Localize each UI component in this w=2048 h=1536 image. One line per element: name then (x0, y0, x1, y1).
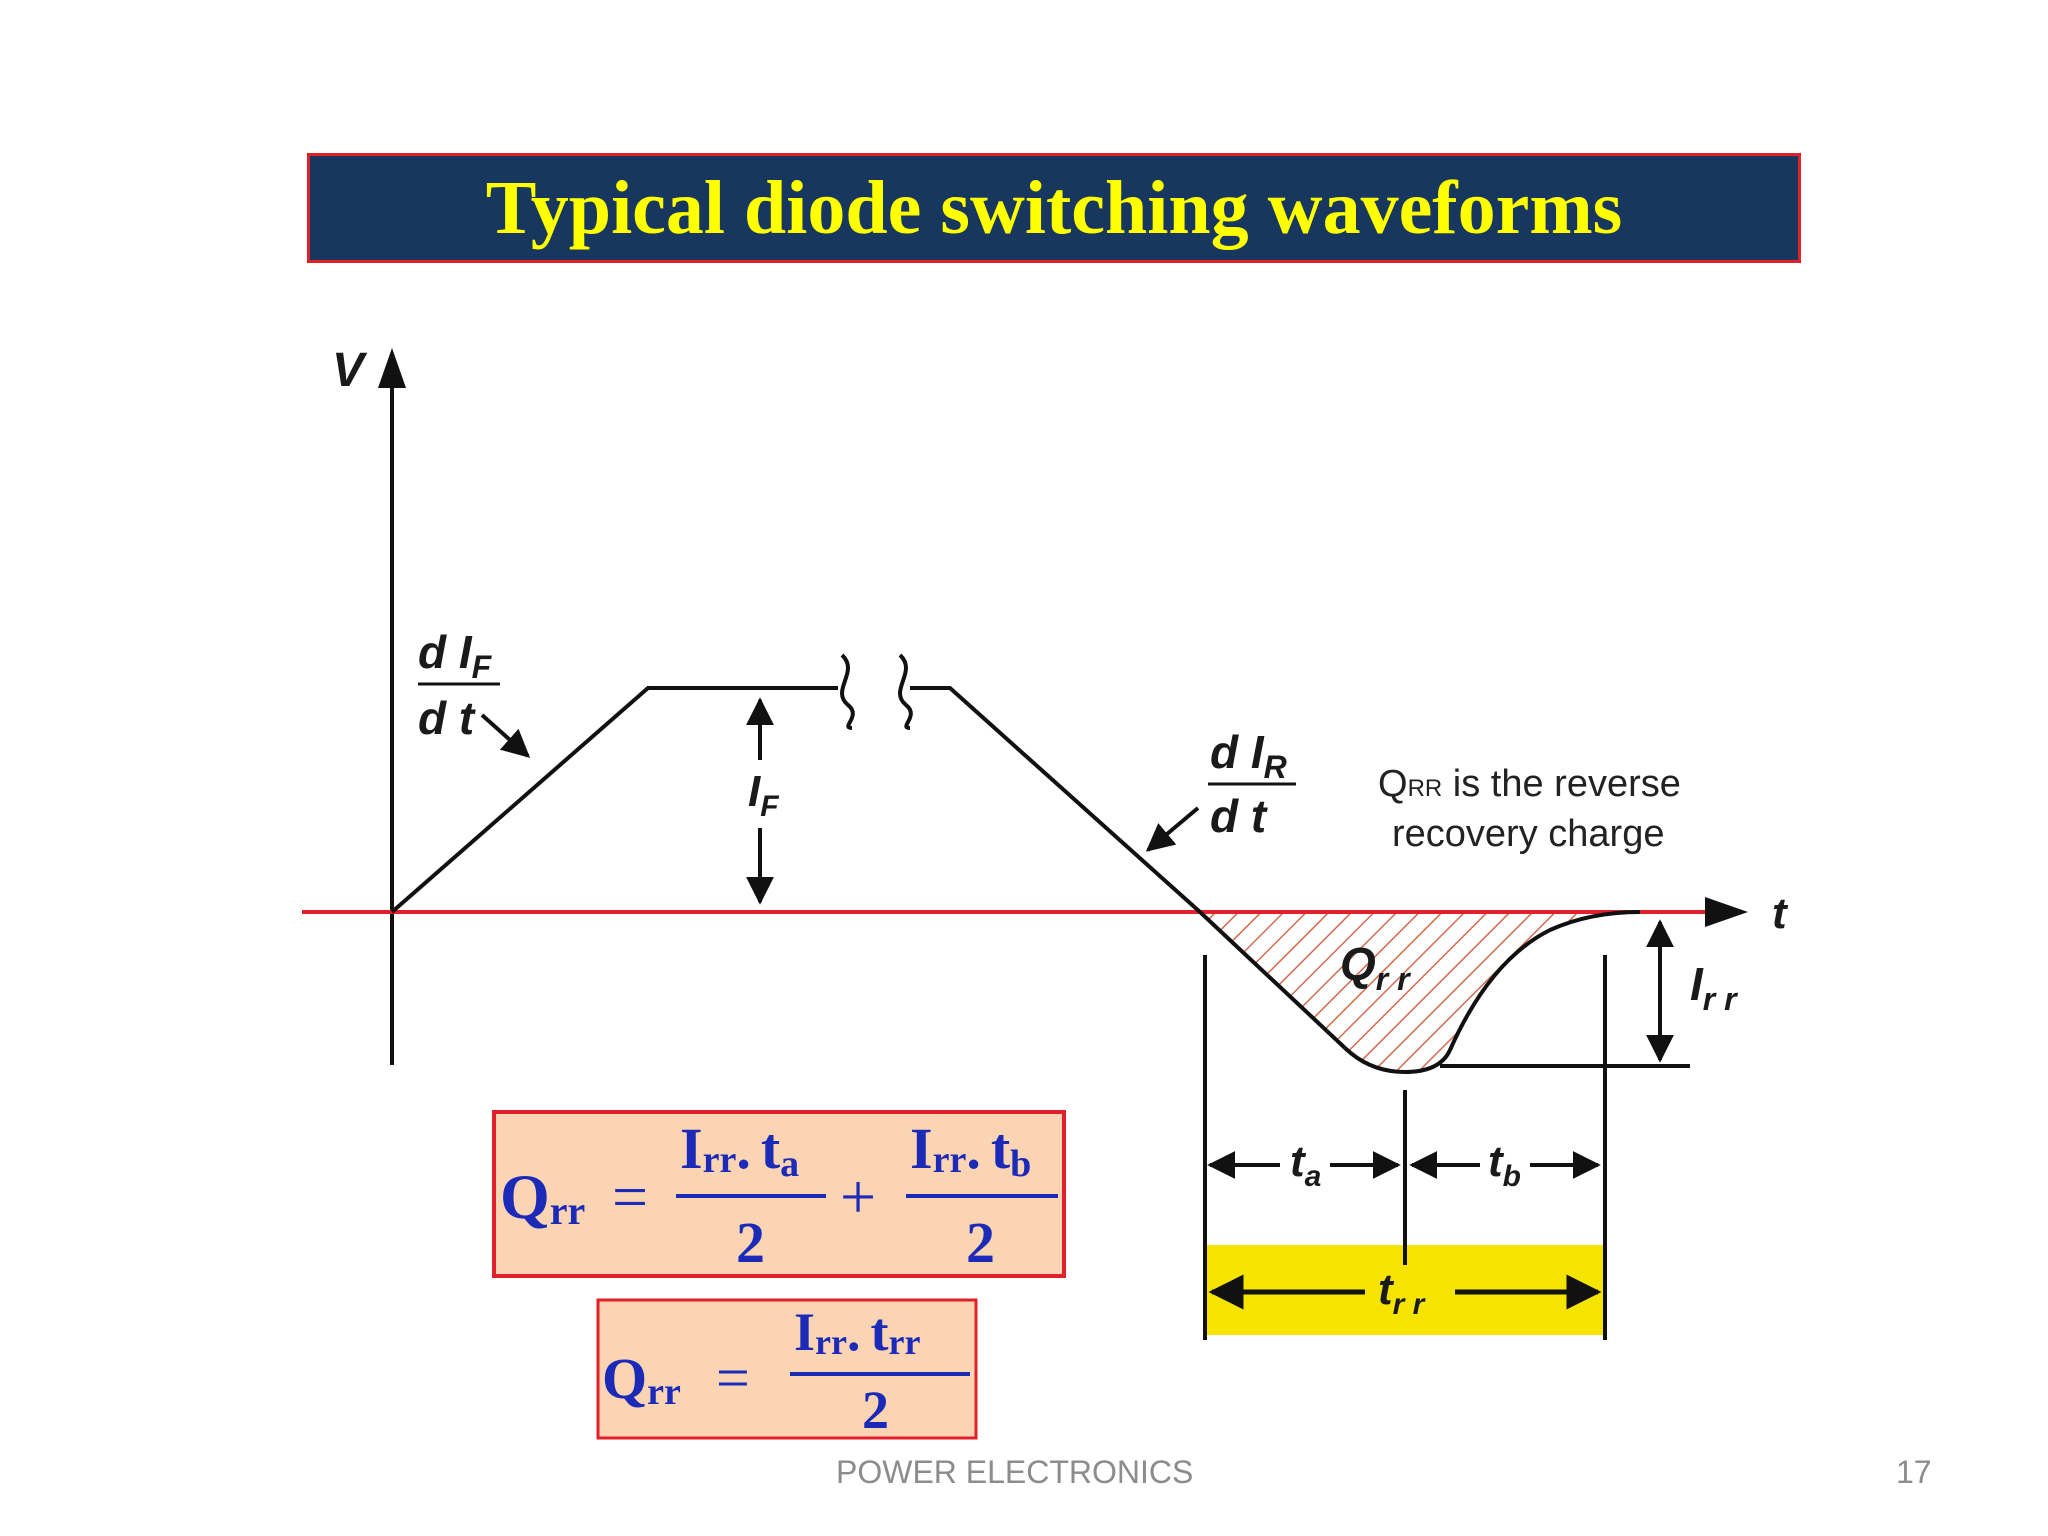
dir-dt-numerator: d IR (1210, 726, 1287, 785)
footer-course-title: POWER ELECTRONICS (836, 1454, 1194, 1490)
eq1-plus: + (840, 1161, 876, 1232)
v-axis-arrowhead (378, 348, 406, 388)
slide-title: Typical diode switching waveforms (485, 165, 1623, 250)
eq1-term2-numerator: Irr.tb (910, 1116, 1031, 1185)
eq2-numerator: Irr.trr (794, 1302, 920, 1362)
irr-label: Ir r (1690, 958, 1738, 1017)
dir-dt-denominator: d t (1210, 790, 1268, 842)
tb-label: tb (1488, 1137, 1521, 1193)
qrr-note-line1: QRR is the reverse (1378, 763, 1681, 805)
current-waveform-fall (910, 686, 1347, 1050)
eq2-box (596, 1298, 978, 1440)
qrr-equation-1: Qrr = Irr.ta 2 + Irr.tb 2 (492, 1110, 1066, 1278)
break-mark-right (898, 653, 913, 730)
qrr-equation-2: Qrr = Irr.trr 2 (596, 1298, 978, 1440)
dir-dt-pointer (1145, 806, 1200, 852)
current-waveform (390, 686, 838, 914)
qrr-note-line2: recovery charge (1392, 813, 1664, 855)
break-mark-left (840, 653, 855, 730)
if-label: IF (748, 767, 779, 823)
dif-dt-pointer (480, 713, 531, 758)
eq1-term2-denominator: 2 (966, 1210, 995, 1275)
t-axis-arrowhead (1705, 897, 1748, 927)
footer-page-number: 17 (1896, 1454, 1932, 1490)
eq1-term1-numerator: Irr.ta (680, 1116, 799, 1185)
title-banner: Typical diode switching waveforms (307, 153, 1801, 263)
eq1-lhs: Qrr (500, 1161, 585, 1233)
eq2-lhs: Qrr (602, 1346, 681, 1413)
eq2-equals: = (716, 1345, 750, 1411)
v-axis-label: V (332, 344, 368, 397)
eq1-term1-denominator: 2 (736, 1210, 765, 1275)
qrr-area-label: Qr r (1340, 938, 1411, 997)
dif-dt-numerator: d IF (418, 626, 493, 685)
dif-dt-denominator: d t (418, 692, 476, 744)
if-label-bg (740, 760, 786, 828)
ta-label: ta (1290, 1137, 1321, 1193)
eq2-denominator: 2 (862, 1380, 889, 1440)
qrr-hatched-area (1200, 912, 1640, 1072)
eq1-equals: = (612, 1161, 648, 1232)
t-axis-label: t (1772, 889, 1789, 938)
trr-label: tr r (1378, 1265, 1427, 1321)
recovery-curve (1343, 910, 1641, 1075)
